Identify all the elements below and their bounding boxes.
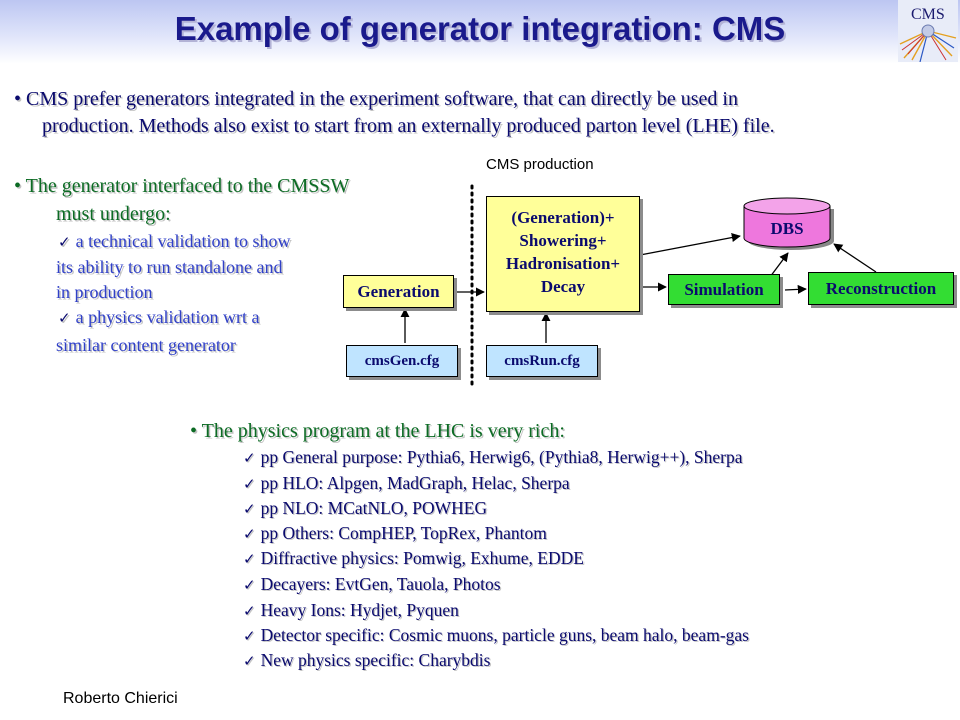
list-item-text: New physics specific: Charybdis <box>260 650 491 670</box>
intro-line-1-text: CMS prefer generators integrated in the … <box>26 88 738 110</box>
dbs-cylinder: DBS <box>743 197 834 250</box>
list-item-text: Heavy Ions: Hydjet, Pyquen <box>260 600 459 620</box>
check-icon: ✓ <box>243 500 256 518</box>
footer-author: Roberto Chierici <box>63 690 178 707</box>
list-item-text: pp General purpose: Pythia6, Herwig6, (P… <box>260 447 743 467</box>
technical-validation-line-2: its ability to run standalone and <box>56 257 283 277</box>
list-item: ✓pp General purpose: Pythia6, Herwig6, (… <box>243 447 743 468</box>
list-item: ✓New physics specific: Charybdis <box>243 650 490 671</box>
list-item: ✓Diffractive physics: Pomwig, Exhume, ED… <box>243 548 584 569</box>
check-icon: ✓ <box>58 233 71 251</box>
cmsgen-cfg-box: cmsGen.cfg <box>346 345 458 377</box>
list-item-text: Diffractive physics: Pomwig, Exhume, EDD… <box>260 548 584 568</box>
list-item: ✓Heavy Ions: Hydjet, Pyquen <box>243 600 459 621</box>
check-icon: ✓ <box>58 309 71 327</box>
list-item: ✓Decayers: EvtGen, Tauola, Photos <box>243 574 501 595</box>
program-heading: • The physics program at the LHC is very… <box>190 420 565 442</box>
physics-validation-line-1: ✓a physics validation wrt a <box>58 307 260 328</box>
interface-line-1: • The generator interfaced to the CMSSW <box>14 175 350 197</box>
technical-validation-text: a technical validation to show <box>75 231 291 251</box>
showering-line-3: Hadronisation+ <box>505 254 621 273</box>
dbs-label: DBS <box>770 219 803 238</box>
showering-line-1: (Generation)+ <box>511 208 615 227</box>
check-icon: ✓ <box>243 602 256 620</box>
list-item-text: pp HLO: Alpgen, MadGraph, Helac, Sherpa <box>260 473 570 493</box>
check-icon: ✓ <box>243 449 256 467</box>
cmsrun-cfg-box: cmsRun.cfg <box>486 345 598 377</box>
reconstruction-box: Reconstruction <box>808 272 954 305</box>
check-icon: ✓ <box>243 576 256 594</box>
technical-validation-line-1: ✓a technical validation to show <box>58 231 291 252</box>
check-icon: ✓ <box>243 525 256 543</box>
check-icon: ✓ <box>243 550 256 568</box>
list-item: ✓pp HLO: Alpgen, MadGraph, Helac, Sherpa <box>243 473 570 494</box>
list-item: ✓Detector specific: Cosmic muons, partic… <box>243 625 749 646</box>
technical-validation-line-3: in production <box>56 282 153 302</box>
program-heading-text: The physics program at the LHC is very r… <box>201 420 565 442</box>
list-item-text: pp NLO: MCatNLO, POWHEG <box>260 498 488 518</box>
intro-line-2: production. Methods also exist to start … <box>42 115 775 137</box>
list-item-text: pp Others: CompHEP, TopRex, Phantom <box>260 523 547 543</box>
list-item: ✓pp NLO: MCatNLO, POWHEG <box>243 498 487 519</box>
showering-box: (Generation)+ Showering+ Hadronisation+ … <box>486 196 640 312</box>
interface-line-2: must undergo: <box>56 203 171 225</box>
intro-line-1: • CMS prefer generators integrated in th… <box>14 88 738 110</box>
interface-line-1-text: The generator interfaced to the CMSSW <box>25 175 350 197</box>
page-title: Example of generator integration: CMS <box>174 10 786 47</box>
showering-line-2: Showering+ <box>519 231 607 250</box>
showering-line-4: Decay <box>540 277 586 296</box>
physics-validation-text: a physics validation wrt a <box>75 307 260 327</box>
physics-validation-line-2: similar content generator <box>56 335 236 355</box>
check-icon: ✓ <box>243 475 256 493</box>
title-banner <box>0 0 960 64</box>
list-item-text: Detector specific: Cosmic muons, particl… <box>260 625 749 645</box>
cms-production-label: CMS production <box>486 156 594 173</box>
list-item-text: Decayers: EvtGen, Tauola, Photos <box>260 574 501 594</box>
logo-text: CMS <box>911 6 945 23</box>
generation-box: Generation <box>343 275 454 308</box>
simulation-box: Simulation <box>668 274 780 305</box>
check-icon: ✓ <box>243 627 256 645</box>
check-icon: ✓ <box>243 652 256 670</box>
list-item: ✓pp Others: CompHEP, TopRex, Phantom <box>243 523 547 544</box>
cms-logo: CMS <box>898 0 958 62</box>
